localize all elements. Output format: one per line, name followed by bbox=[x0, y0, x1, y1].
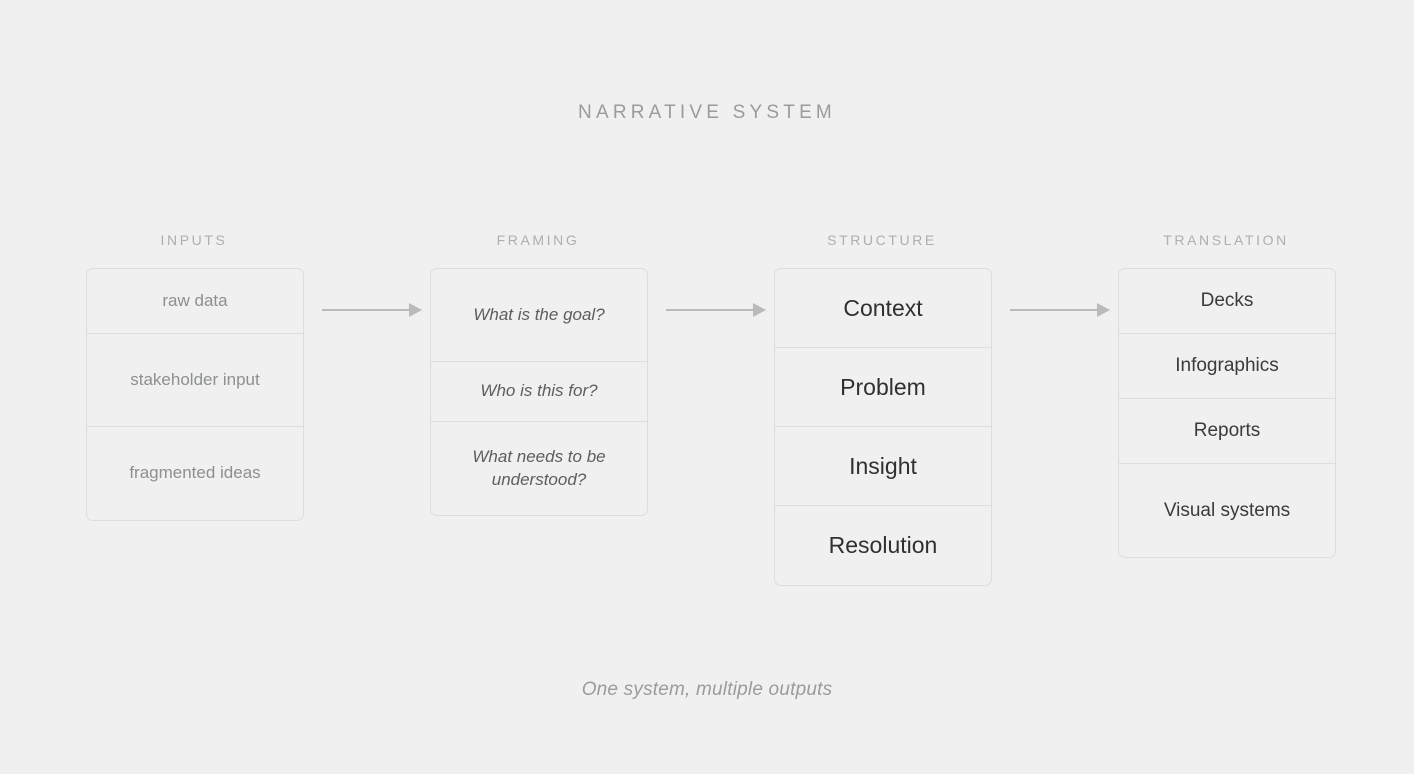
list-item[interactable]: Infographics bbox=[1119, 334, 1335, 399]
column-inputs: INPUTS raw data stakeholder input fragme… bbox=[86, 232, 304, 521]
diagram-caption: One system, multiple outputs bbox=[581, 679, 833, 700]
inputs-stack: raw data stakeholder input fragmented id… bbox=[86, 268, 304, 521]
list-item[interactable]: Resolution bbox=[828, 532, 938, 559]
arrow-shaft bbox=[1010, 309, 1098, 311]
pipeline-columns: INPUTS raw data stakeholder input fragme… bbox=[0, 232, 1414, 612]
arrow-head-icon bbox=[409, 303, 422, 317]
list-item[interactable]: What needs to be understood? bbox=[472, 447, 606, 489]
translation-stack: Decks Infographics Reports Visual system… bbox=[1118, 268, 1336, 558]
list-item[interactable]: stakeholder input bbox=[87, 334, 303, 427]
list-item[interactable]: What is the goal? bbox=[431, 269, 647, 362]
list-item[interactable]: Context bbox=[775, 269, 991, 348]
list-item[interactable]: Reports bbox=[1119, 399, 1335, 464]
structure-stack: Context Problem Insight Resolution bbox=[774, 268, 992, 586]
list-item[interactable]: Who is this for? bbox=[431, 362, 647, 422]
list-item[interactable]: Decks bbox=[1119, 269, 1335, 334]
list-item[interactable]: Visual systems bbox=[1163, 499, 1291, 521]
arrow-head-icon bbox=[753, 303, 766, 317]
column-header-translation: TRANSLATION bbox=[1163, 232, 1289, 248]
column-header-inputs: INPUTS bbox=[160, 232, 228, 248]
column-structure: STRUCTURE Context Problem Insight Resolu… bbox=[774, 232, 992, 586]
list-item[interactable]: raw data bbox=[87, 269, 303, 334]
list-item[interactable]: Problem bbox=[775, 348, 991, 427]
column-header-framing: FRAMING bbox=[496, 232, 580, 248]
list-item[interactable]: fragmented ideas bbox=[129, 463, 261, 483]
column-translation: TRANSLATION Decks Infographics Reports V… bbox=[1118, 232, 1336, 558]
arrow-framing-to-structure bbox=[666, 303, 766, 317]
column-header-structure: STRUCTURE bbox=[827, 232, 937, 248]
arrow-shaft bbox=[666, 309, 754, 311]
page-title: NARRATIVE SYSTEM bbox=[578, 102, 836, 123]
framing-stack: What is the goal? Who is this for? What … bbox=[430, 268, 648, 516]
column-framing: FRAMING What is the goal? Who is this fo… bbox=[430, 232, 648, 516]
arrow-structure-to-translation bbox=[1010, 303, 1110, 317]
list-item[interactable]: Insight bbox=[775, 427, 991, 506]
arrow-head-icon bbox=[1097, 303, 1110, 317]
arrow-shaft bbox=[322, 309, 410, 311]
arrow-inputs-to-framing bbox=[322, 303, 422, 317]
